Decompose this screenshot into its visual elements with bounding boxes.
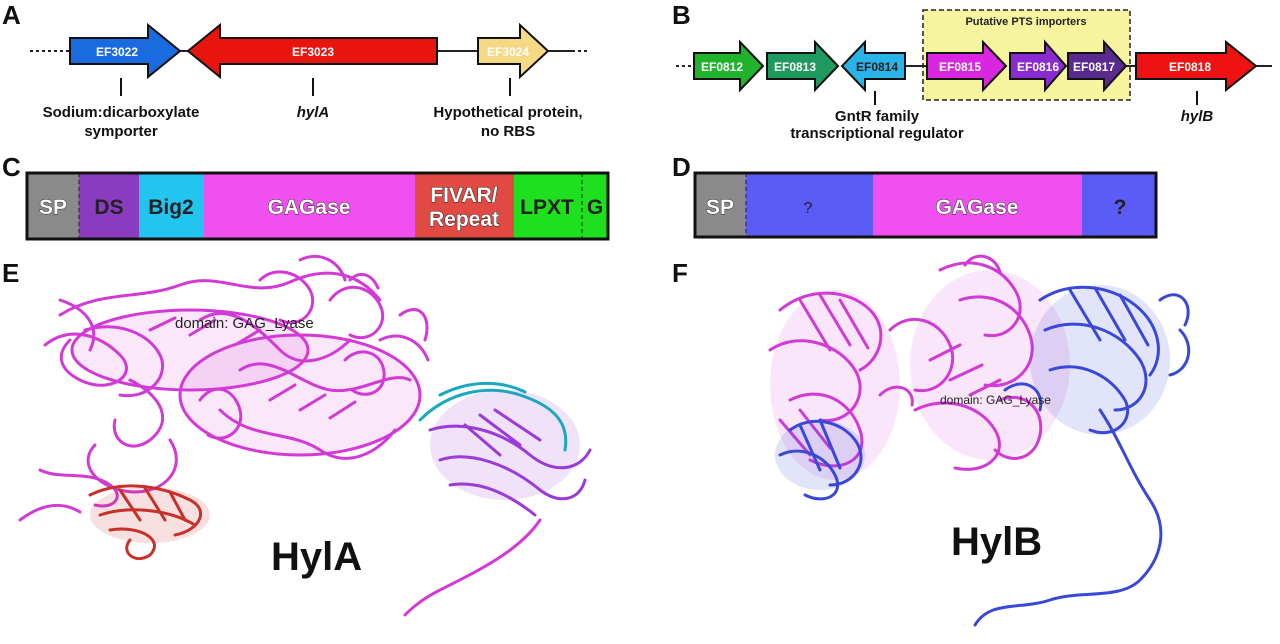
domain-lpxt-g: [514, 173, 608, 239]
annotation-ef3022-line1: Sodium:dicarboxylate: [43, 104, 200, 121]
annotation-hyla: hylA: [297, 104, 330, 121]
domain-label-ds: DS: [94, 196, 123, 219]
domain-label-sp: SP: [706, 196, 734, 219]
domain-label-sp: SP: [39, 196, 67, 219]
gene-label-ef3024: EF3024: [487, 45, 529, 59]
gene-arrow-ef0818: [1135, 39, 1258, 93]
gene-arrow-ef0814: [840, 39, 906, 93]
panel-f-hylb-structure: domain: GAG_Lyase HylB: [768, 254, 1191, 627]
gene-arrow-ef0816: [1009, 39, 1068, 93]
panel-label-f: F: [672, 258, 688, 288]
panel-b-gene-map: Putative PTS importers EF0812 EF0813 EF0…: [676, 9, 1272, 142]
gene-label-ef0818: EF0818: [1169, 60, 1211, 74]
annotation-hylb: hylB: [1181, 108, 1214, 125]
gene-arrow-ef3022: [69, 22, 182, 80]
domain-sp: [27, 173, 79, 239]
panel-a-gene-map: EF3022 EF3023 EF3024 Sodium:dicarboxylat…: [30, 22, 590, 140]
domain-label-unknown-2: ?: [1114, 196, 1127, 219]
hyla-main-domain-ribbon: [18, 254, 430, 522]
gene-arrow-ef0817: [1067, 39, 1128, 93]
domain-gagase: [204, 173, 415, 239]
domain-label-fivar-line2: Repeat: [429, 208, 499, 231]
domain-label-fivar-line1: FIVAR/: [430, 184, 497, 207]
domain-fivar-repeat: [415, 173, 514, 239]
gene-arrow-ef0813: [766, 39, 840, 93]
hylb-protein-name: HylB: [951, 520, 1042, 564]
domain-unknown-2: [1082, 173, 1156, 237]
domain-label-gagase: GAGase: [936, 196, 1019, 219]
panel-label-b: B: [672, 0, 691, 30]
hyla-c-terminal-domain-ribbon: [403, 381, 592, 617]
domain-big2: [139, 173, 204, 239]
pts-importers-title: Putative PTS importers: [965, 16, 1086, 28]
annotation-ef3024-line2: no RBS: [481, 123, 535, 140]
domain-sp: [695, 173, 746, 237]
gene-arrow-ef0815: [926, 39, 1008, 93]
gene-label-ef3023: EF3023: [292, 45, 334, 59]
domain-label-lpxt: LPXT: [520, 196, 574, 219]
domain-label-big2: Big2: [148, 196, 194, 219]
hyla-protein-name: HylA: [271, 535, 362, 579]
gene-arrow-ef3024: [477, 22, 550, 80]
gene-label-ef0816: EF0816: [1017, 60, 1059, 74]
gene-label-ef0813: EF0813: [774, 60, 816, 74]
gene-label-ef0815: EF0815: [939, 60, 981, 74]
domain-ds: [79, 173, 139, 239]
gene-label-ef0814: EF0814: [856, 60, 898, 74]
panel-label-a: A: [2, 0, 21, 30]
gene-arrow-ef3023: [186, 22, 438, 80]
annotation-ef3024-line1: Hypothetical protein,: [433, 104, 582, 121]
gene-label-ef3022: EF3022: [96, 45, 138, 59]
annotation-ef3022-line2: symporter: [84, 123, 158, 140]
panel-c-domain-bar: SP DS Big2 GAGase FIVAR/ Repeat LPXT G: [25, 171, 610, 241]
domain-label-unknown-1: ?: [804, 200, 813, 217]
panel-label-e: E: [2, 258, 20, 288]
annotation-ef0814-line2: transcriptional regulator: [790, 125, 964, 142]
domain-label-g: G: [587, 196, 603, 219]
domain-unknown-1: [746, 173, 873, 237]
annotation-ef0814-line1: GntR family: [835, 108, 920, 125]
hyla-n-terminal-domain-ribbon: [88, 484, 210, 561]
domain-gagase: [873, 173, 1082, 237]
gene-label-ef0812: EF0812: [701, 60, 743, 74]
hyla-domain-label: domain: GAG_Lyase: [175, 315, 314, 332]
domain-label-gagase: GAGase: [268, 196, 351, 219]
panel-d-domain-bar: SP ? GAGase ?: [693, 171, 1158, 239]
panel-e-hyla-structure: domain: GAG_Lyase HylA: [18, 254, 592, 617]
hylb-domain-label: domain: GAG_Lyase: [940, 393, 1051, 407]
gene-arrow-ef0812: [693, 39, 765, 93]
panel-label-c: C: [2, 152, 21, 182]
hylb-blue-domains-ribbon: [775, 285, 1191, 627]
panel-label-d: D: [672, 152, 691, 182]
gene-label-ef0817: EF0817: [1073, 60, 1115, 74]
